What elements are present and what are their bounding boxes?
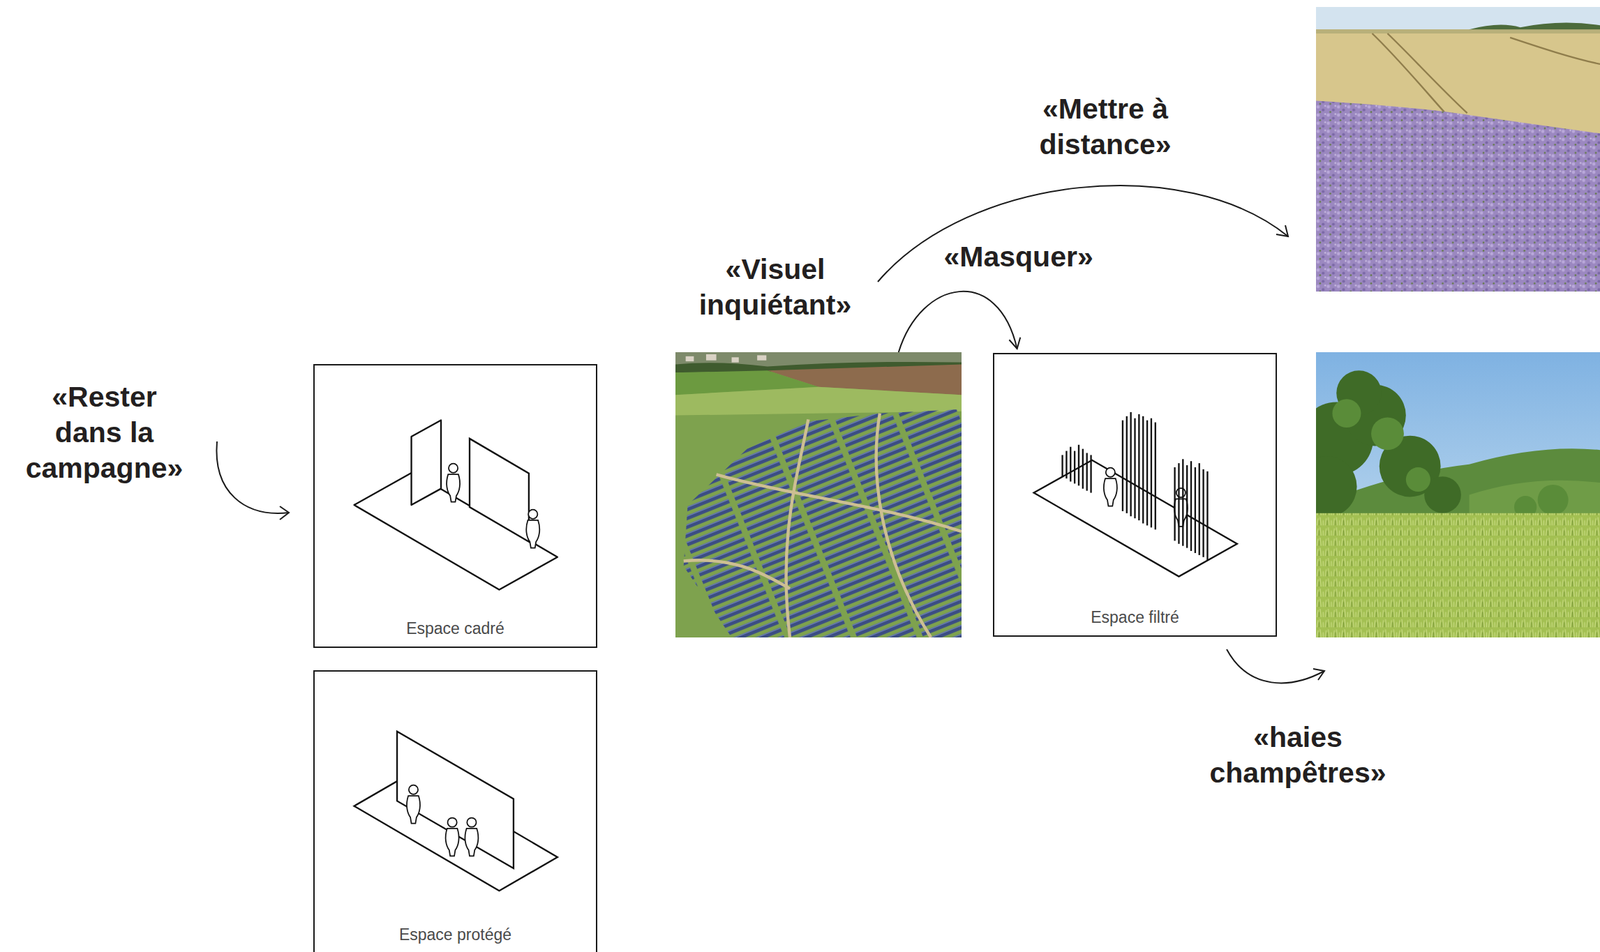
free-label: «haies champêtres» <box>1200 720 1396 792</box>
text: «Visuel inquiétant» <box>699 253 852 321</box>
framed-space-drawing <box>354 420 558 591</box>
curved-arrow <box>877 185 1289 282</box>
text: Espace protégé <box>399 925 512 945</box>
box-caption: Espace cadré <box>314 619 596 639</box>
solar-farm-photo <box>675 352 962 638</box>
text: «Rester dans la campagne» <box>25 380 184 485</box>
text: «Mettre à distance» <box>1038 92 1171 161</box>
curved-arrow <box>1226 649 1325 684</box>
photo-node: «Visuel inquiétant» <box>675 352 962 638</box>
connector-arrow <box>898 291 1021 353</box>
protected-space-drawing <box>354 731 558 892</box>
free-label: «Mettre à distance» <box>1014 91 1196 163</box>
box-caption: Espace filtré <box>994 608 1276 628</box>
text: Espace filtré <box>1090 608 1180 627</box>
connector-line <box>898 291 1018 353</box>
heading-text: «Visuel inquiétant» <box>691 251 859 324</box>
text: Espace cadré <box>406 619 505 638</box>
filtered-space-drawing <box>1034 412 1238 578</box>
box-caption: Espace protégé <box>314 925 596 945</box>
frame-box: Espace cadré <box>313 364 598 649</box>
text: «Masquer» <box>943 240 1093 273</box>
curved-arrow <box>216 441 289 520</box>
text: «haies champêtres» <box>1209 721 1387 790</box>
edge-label: «Masquer» <box>939 239 1097 275</box>
arrow-head <box>1008 337 1021 349</box>
free-label: «Rester dans la campagne» <box>18 379 190 487</box>
flower-field-photo <box>1316 6 1600 292</box>
hedge-photo <box>1295 352 1600 638</box>
frame-box: Espace filtré <box>992 353 1277 638</box>
frame-box: Espace protégé <box>313 670 598 952</box>
